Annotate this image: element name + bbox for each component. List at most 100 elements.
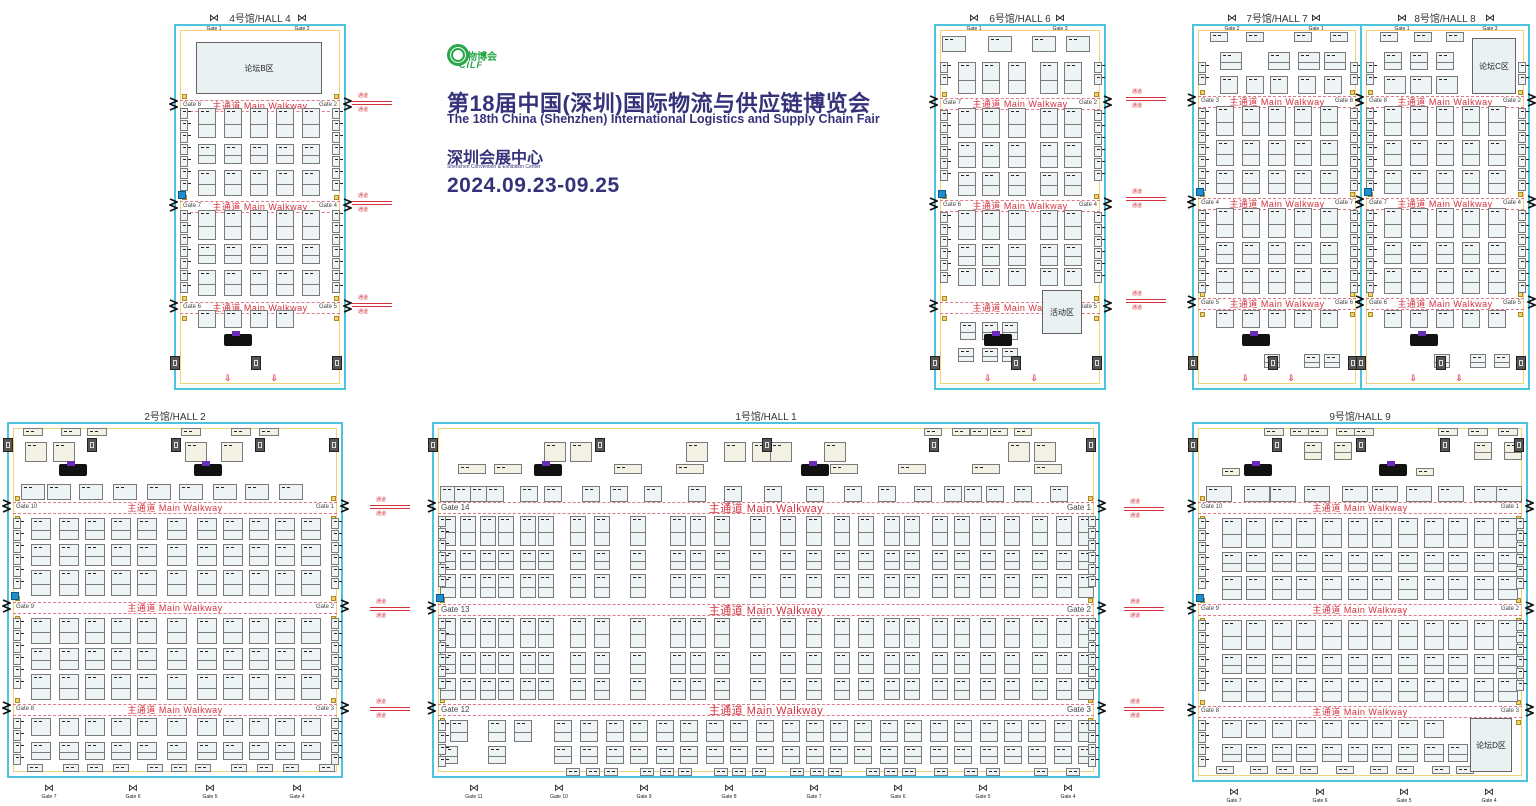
bottom-gate[interactable]: ⋈Gate 10	[547, 784, 571, 801]
booth[interactable]	[630, 746, 648, 764]
booth[interactable]	[59, 518, 79, 540]
booth[interactable]	[1008, 442, 1030, 462]
booth[interactable]	[223, 618, 243, 644]
booth[interactable]	[1320, 268, 1338, 294]
side-booth[interactable]	[1198, 168, 1209, 179]
booth[interactable]	[930, 720, 948, 742]
booth[interactable]	[480, 618, 496, 648]
booth[interactable]	[1304, 442, 1322, 460]
booth[interactable]	[688, 486, 706, 502]
booth[interactable]	[1246, 518, 1266, 548]
booth[interactable]	[1322, 552, 1342, 572]
booth[interactable]	[31, 518, 51, 540]
booth[interactable]	[1322, 654, 1342, 674]
side-booth[interactable]	[13, 742, 24, 753]
booth[interactable]	[480, 574, 496, 598]
connector-arrow[interactable]: 通道通道	[352, 92, 392, 114]
booth[interactable]	[1462, 170, 1480, 194]
booth[interactable]	[806, 652, 822, 674]
side-booth[interactable]	[1094, 224, 1105, 235]
side-booth[interactable]	[1094, 170, 1105, 181]
side-gate-icon[interactable]	[1355, 195, 1364, 209]
booth[interactable]	[59, 570, 79, 596]
booth[interactable]	[730, 720, 748, 742]
side-booth[interactable]	[1518, 270, 1529, 281]
booth[interactable]	[167, 618, 187, 644]
booth[interactable]	[185, 442, 207, 462]
booth[interactable]	[570, 652, 586, 674]
booth[interactable]	[1242, 310, 1260, 328]
booth[interactable]	[1424, 744, 1444, 762]
booth[interactable]	[1322, 576, 1342, 600]
booth[interactable]	[488, 746, 506, 764]
booth[interactable]	[764, 486, 782, 502]
top-gate-icon[interactable]: ⋈	[1397, 13, 1407, 24]
booth[interactable]	[640, 768, 654, 776]
side-booth[interactable]	[1350, 180, 1361, 191]
side-booth[interactable]	[332, 210, 343, 221]
top-gate-icon[interactable]: ⋈	[297, 13, 307, 24]
booth[interactable]	[302, 108, 320, 138]
booth[interactable]	[690, 618, 706, 648]
booth[interactable]	[197, 618, 217, 644]
booth[interactable]	[1414, 32, 1432, 42]
booth[interactable]	[147, 484, 171, 500]
bottom-gate[interactable]: ⋈Gate 4	[1477, 788, 1501, 805]
booth[interactable]	[276, 144, 294, 164]
booth[interactable]	[858, 618, 874, 648]
side-booth[interactable]	[940, 272, 951, 283]
booth[interactable]	[111, 544, 131, 566]
booth[interactable]	[1474, 678, 1494, 702]
side-booth[interactable]	[13, 618, 24, 629]
booth[interactable]	[884, 574, 900, 598]
side-booth[interactable]	[438, 618, 449, 629]
booth[interactable]	[1372, 654, 1392, 674]
booth[interactable]	[301, 648, 321, 670]
booth[interactable]	[932, 550, 948, 570]
booth[interactable]	[197, 570, 217, 596]
side-gate-icon[interactable]	[1525, 703, 1534, 717]
booth[interactable]	[1320, 170, 1338, 194]
booth[interactable]	[1272, 654, 1292, 674]
side-booth[interactable]	[180, 120, 191, 131]
side-booth[interactable]	[332, 180, 343, 191]
booth[interactable]	[276, 310, 294, 328]
booth[interactable]	[1222, 620, 1242, 650]
side-booth[interactable]	[180, 168, 191, 179]
booth[interactable]	[1294, 242, 1312, 264]
booth[interactable]	[1370, 766, 1388, 774]
info-point-icon[interactable]	[1196, 594, 1204, 602]
side-gate-icon[interactable]	[1187, 703, 1196, 717]
side-booth[interactable]	[1088, 540, 1099, 551]
booth[interactable]	[604, 768, 618, 776]
side-gate-icon[interactable]	[1187, 499, 1196, 513]
booth[interactable]	[858, 574, 874, 598]
booth[interactable]	[690, 678, 706, 700]
booth[interactable]	[59, 648, 79, 670]
side-booth[interactable]	[940, 146, 951, 157]
booth[interactable]	[1380, 32, 1398, 42]
booth[interactable]	[982, 268, 1000, 286]
booth[interactable]	[1056, 574, 1072, 598]
booth[interactable]	[1322, 518, 1342, 548]
forum-zone[interactable]: 论坛C区	[1472, 38, 1516, 94]
booth[interactable]	[1498, 428, 1518, 436]
side-booth[interactable]	[1366, 156, 1377, 167]
booth[interactable]	[1296, 620, 1316, 650]
side-booth[interactable]	[438, 540, 449, 551]
booth[interactable]	[111, 674, 131, 700]
booth[interactable]	[680, 720, 698, 742]
booth[interactable]	[59, 718, 79, 736]
side-booth[interactable]	[1516, 578, 1527, 589]
booth[interactable]	[223, 648, 243, 670]
booth[interactable]	[606, 746, 624, 764]
booth[interactable]	[520, 678, 536, 700]
booth[interactable]	[520, 652, 536, 674]
booth[interactable]	[1372, 576, 1392, 600]
top-gate-icon[interactable]: ⋈	[1055, 13, 1065, 24]
booth[interactable]	[1032, 618, 1048, 648]
booth[interactable]	[866, 768, 880, 776]
top-gate-icon[interactable]: ⋈	[1485, 13, 1495, 24]
